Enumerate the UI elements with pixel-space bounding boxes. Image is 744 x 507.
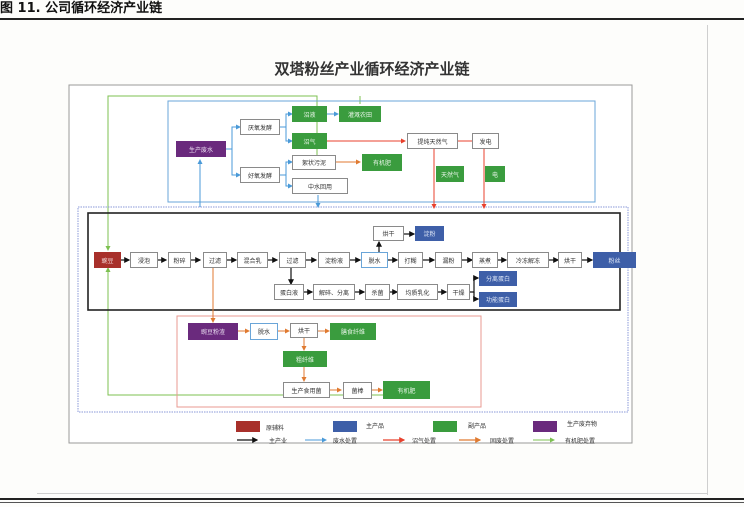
page-edge-bottom <box>37 493 707 494</box>
node-pea: 豌豆 <box>94 252 121 268</box>
node-batter: 打糊 <box>398 252 423 268</box>
node-steam: 蒸煮 <box>472 252 498 268</box>
node-purify-gas: 提纯天然气 <box>407 133 458 149</box>
legend-label-wastewater: 废水处置 <box>333 438 358 445</box>
legend-label-waste: 生产废弃物 <box>567 421 598 428</box>
node-pea-residue: 豌豆粉渣 <box>188 323 238 340</box>
legend-label-solid: 固废处置 <box>490 438 515 445</box>
node-aerobic: 好氧发酵 <box>240 167 280 183</box>
node-drying: 干燥 <box>447 284 470 300</box>
node-dry-1: 烘干 <box>558 252 582 268</box>
node-functional-protein: 功能蛋白 <box>479 292 517 307</box>
legend-swatch-main <box>333 421 357 432</box>
node-dry-2: 烘干 <box>290 323 318 338</box>
legend-label-biogas: 沼气处置 <box>412 438 437 445</box>
node-irrigation: 灌溉农田 <box>339 106 381 122</box>
node-isolated-protein: 分离蛋白 <box>479 271 517 286</box>
bottom-rule <box>0 498 744 500</box>
legend-swatch-by <box>433 421 457 432</box>
node-dewater-2: 脱水 <box>250 323 278 340</box>
bottom-rule-thin <box>0 502 744 503</box>
node-natural-gas: 天然气 <box>436 166 464 182</box>
node-biogas: 沼气 <box>292 133 327 149</box>
wastewater-box <box>167 100 596 203</box>
node-dry-top: 烘干 <box>373 226 404 241</box>
diagram-title: 双塔粉丝产业循环经济产业链 <box>274 60 470 78</box>
node-homogenize: 均质乳化 <box>397 284 438 300</box>
node-grind: 粉碎 <box>168 252 191 268</box>
node-crude-fiber: 粗纤维 <box>283 351 327 367</box>
legend-label-organic: 有机肥处置 <box>565 438 596 445</box>
legend-label-main: 主产品 <box>366 423 385 430</box>
node-crush-separate: 解碎、分离 <box>313 284 355 300</box>
legend-swatch-waste <box>533 421 557 432</box>
node-starch-liquid: 淀粉液 <box>318 252 350 268</box>
figure-caption: 图 11. 公司循环经济产业链 <box>0 1 163 16</box>
node-freeze-thaw: 冷冻解冻 <box>507 252 549 268</box>
node-anaerobic: 厌氧发酵 <box>240 119 280 135</box>
legend-label-main-industry: 主产业 <box>269 438 288 445</box>
dotted-box <box>77 206 629 413</box>
node-dewater-1: 脱水 <box>361 252 388 268</box>
node-organic-fertilizer-2: 有机肥 <box>383 381 430 399</box>
node-extrude: 漏粉 <box>435 252 462 268</box>
node-protein-liquid: 蛋白液 <box>274 284 304 300</box>
top-rule <box>0 18 744 20</box>
node-waste-water: 生产废水 <box>176 141 226 157</box>
node-soak: 浸泡 <box>130 252 158 268</box>
node-mixed-milk: 混合乳 <box>237 252 268 268</box>
legend-swatch-raw <box>236 421 260 432</box>
node-electricity: 电 <box>485 166 505 182</box>
node-power-gen: 发电 <box>472 133 499 149</box>
node-organic-fertilizer-1: 有机肥 <box>362 154 402 171</box>
node-dietary-fiber: 膳食纤维 <box>330 323 376 340</box>
legend-label-raw: 原辅料 <box>266 425 285 432</box>
page-edge <box>707 25 708 495</box>
node-biogas-slurry: 沼液 <box>292 106 327 122</box>
node-fungus-stick: 菌棒 <box>343 382 372 399</box>
solid-waste-box <box>176 315 482 408</box>
organic-fertilizer-loop <box>107 95 318 250</box>
node-edible-fungi: 生产食用菌 <box>283 382 330 398</box>
legend-label-by: 副产品 <box>468 423 487 430</box>
node-sludge: 絮状污泥 <box>292 155 336 170</box>
node-vermicelli: 粉丝 <box>593 252 636 268</box>
node-water-reuse: 中水回用 <box>292 178 348 194</box>
node-starch: 淀粉 <box>415 226 444 241</box>
node-filter-1: 过滤 <box>203 252 227 268</box>
node-sterilize: 杀菌 <box>365 284 390 300</box>
node-filter-2: 过滤 <box>279 252 306 268</box>
